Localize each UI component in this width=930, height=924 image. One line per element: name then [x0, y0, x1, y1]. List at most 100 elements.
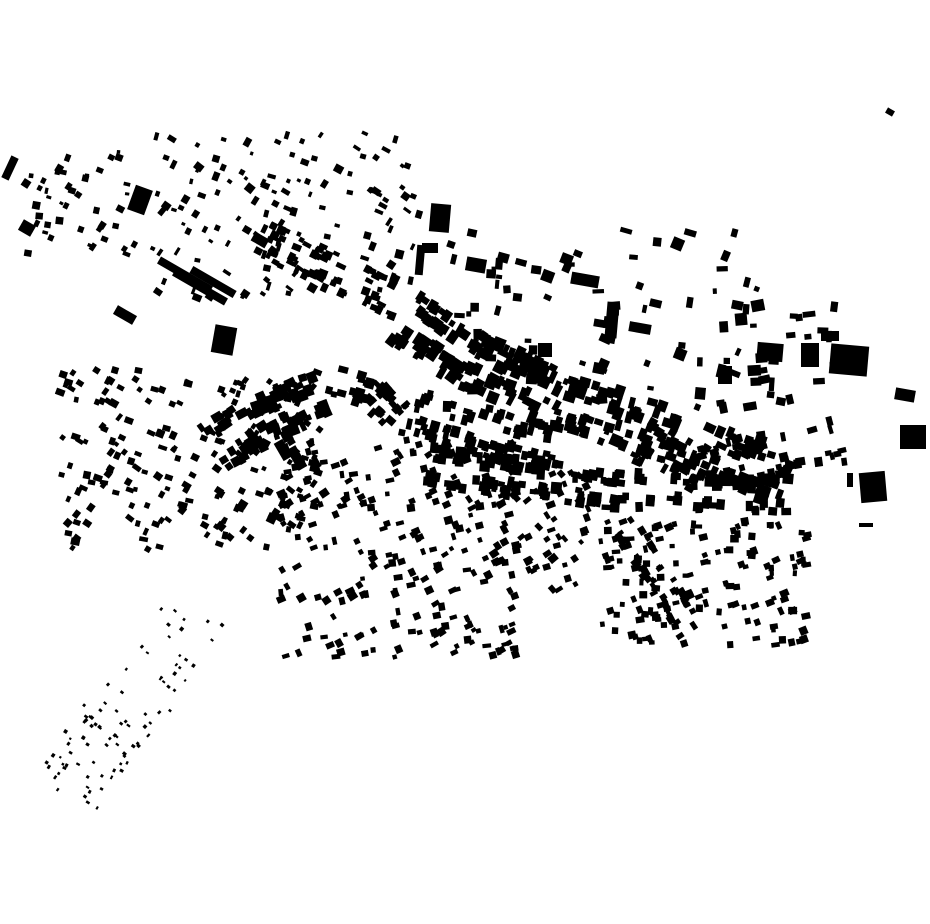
building	[368, 560, 378, 571]
building	[234, 449, 245, 459]
building	[395, 520, 405, 527]
building	[476, 438, 490, 451]
building	[77, 225, 85, 234]
building	[745, 500, 753, 512]
building	[494, 646, 502, 656]
building	[131, 463, 142, 473]
building	[449, 253, 458, 265]
building	[100, 425, 109, 433]
building	[301, 492, 312, 501]
building	[655, 399, 669, 413]
building	[376, 286, 383, 293]
building	[82, 720, 86, 724]
building	[394, 248, 405, 260]
building	[491, 376, 502, 388]
building	[291, 269, 299, 278]
building	[534, 522, 544, 532]
building	[457, 360, 469, 374]
building	[315, 425, 324, 434]
building	[166, 134, 177, 144]
building	[406, 503, 416, 513]
building	[178, 653, 182, 658]
building	[611, 405, 625, 422]
building	[449, 425, 462, 439]
building	[312, 368, 323, 377]
building	[385, 259, 397, 271]
building	[305, 385, 314, 397]
building	[309, 502, 319, 511]
building	[334, 223, 341, 228]
building	[293, 398, 302, 408]
building	[298, 509, 306, 518]
building	[123, 181, 131, 187]
building	[82, 736, 86, 740]
building	[159, 675, 164, 680]
building	[482, 643, 492, 649]
building	[339, 470, 345, 479]
building	[294, 533, 301, 541]
building	[506, 586, 514, 595]
building	[673, 560, 679, 567]
building	[158, 677, 162, 681]
building	[760, 366, 768, 374]
building	[217, 421, 228, 431]
building	[581, 377, 592, 389]
building	[83, 714, 89, 719]
building	[759, 498, 766, 511]
building	[752, 635, 761, 642]
building	[75, 762, 81, 767]
building	[56, 771, 61, 776]
building	[219, 163, 227, 172]
building	[696, 451, 708, 461]
building	[821, 331, 839, 341]
building	[489, 440, 496, 447]
building	[339, 502, 348, 510]
building	[672, 600, 680, 606]
building	[324, 385, 334, 395]
building	[64, 529, 73, 537]
building	[183, 379, 193, 388]
building	[789, 554, 795, 562]
building	[547, 584, 558, 595]
building	[316, 268, 329, 280]
building	[85, 774, 90, 779]
building	[168, 400, 177, 408]
building	[278, 503, 286, 510]
building	[744, 617, 752, 625]
building	[362, 231, 372, 240]
building	[669, 543, 675, 549]
building	[614, 418, 623, 432]
building	[65, 495, 72, 503]
building	[103, 701, 108, 706]
building	[108, 436, 117, 446]
building	[338, 596, 346, 606]
building	[601, 551, 610, 560]
building	[388, 558, 397, 568]
building	[552, 541, 562, 550]
building	[765, 574, 774, 582]
building	[112, 732, 118, 738]
building	[323, 544, 329, 551]
building	[98, 708, 103, 713]
building	[429, 442, 439, 454]
building	[738, 463, 746, 472]
building	[407, 276, 414, 286]
building	[472, 475, 481, 485]
building	[190, 452, 201, 463]
building	[525, 375, 538, 385]
building	[685, 296, 694, 309]
building	[211, 154, 221, 164]
building	[769, 623, 779, 630]
building	[252, 435, 266, 448]
building	[330, 461, 341, 470]
building	[572, 249, 583, 259]
building	[364, 376, 375, 388]
building	[239, 441, 251, 454]
building	[254, 490, 265, 498]
building	[444, 489, 454, 499]
building	[278, 588, 284, 597]
building	[555, 532, 563, 541]
building	[690, 520, 697, 529]
building	[449, 648, 459, 657]
building	[115, 204, 126, 214]
